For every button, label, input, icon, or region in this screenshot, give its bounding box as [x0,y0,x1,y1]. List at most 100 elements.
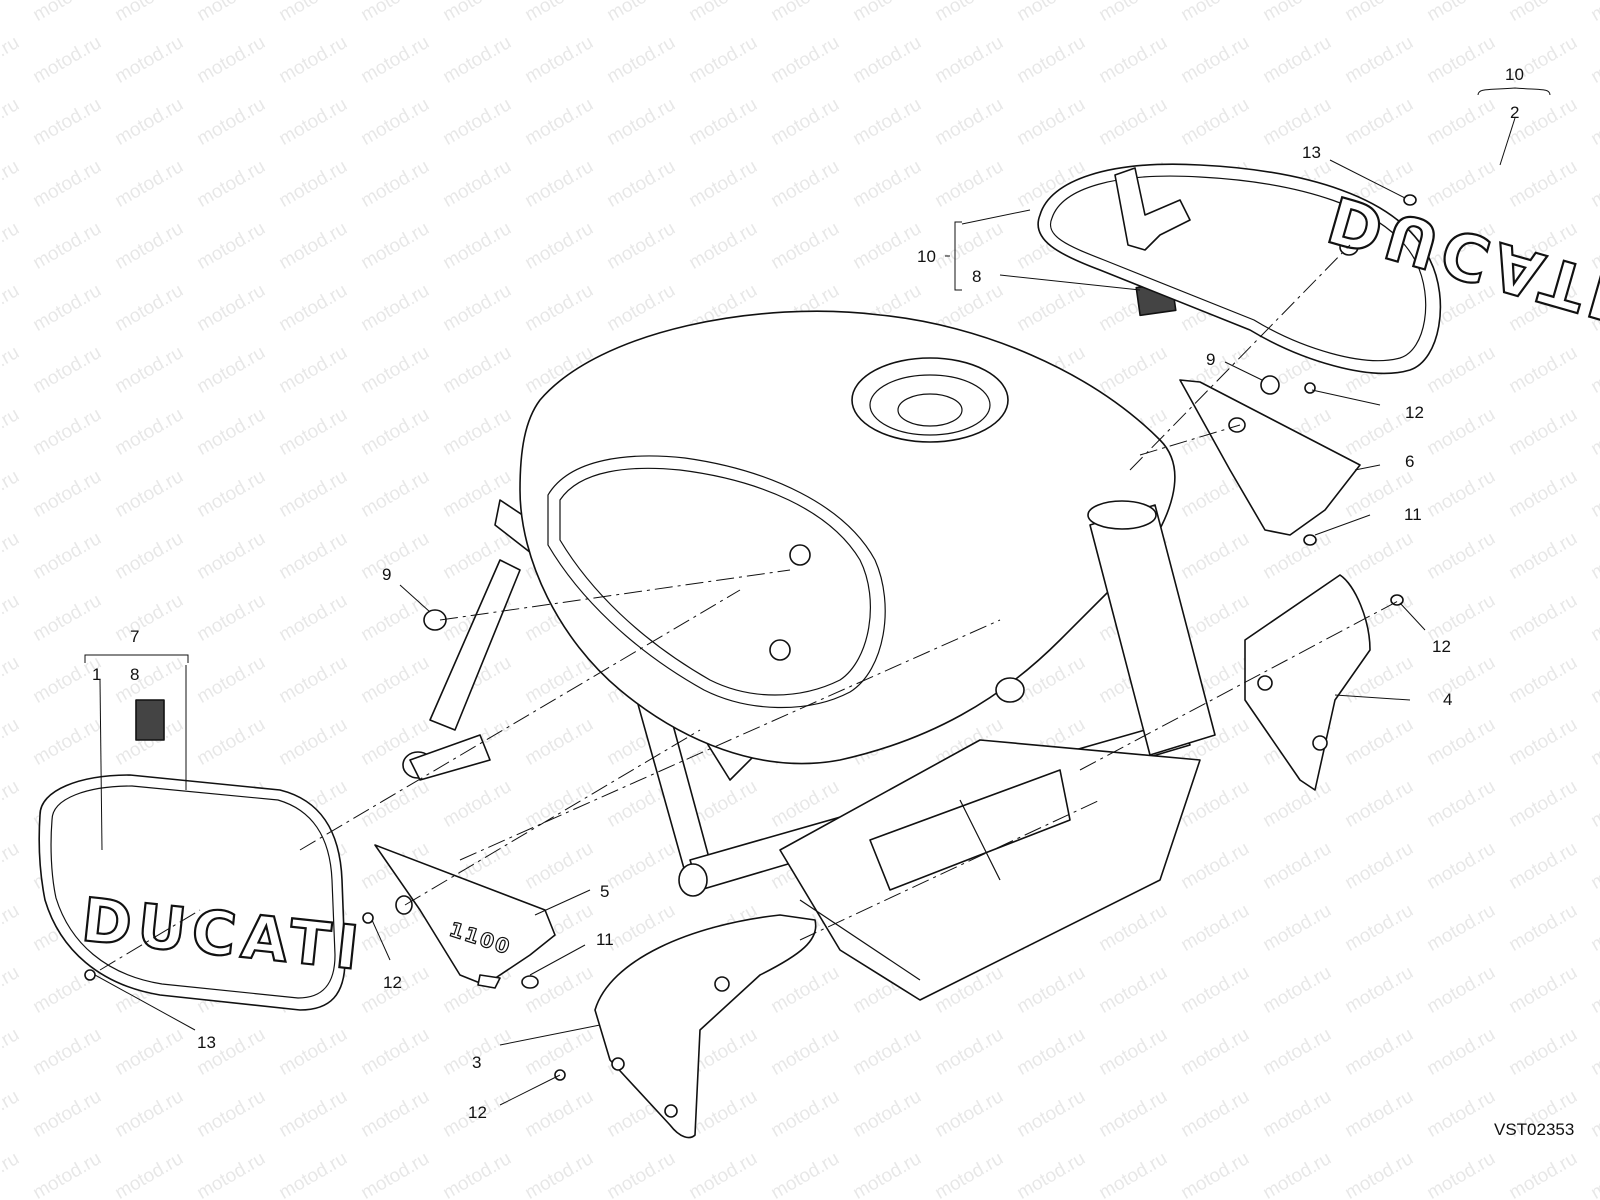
watermark-text: motod.ru [276,0,351,26]
watermark-text: motod.ru [932,0,1007,26]
watermark-text: motod.ru [30,1148,105,1200]
watermark-text: motod.ru [1014,1148,1089,1200]
watermark-text: motod.ru [30,466,105,522]
watermark-text: motod.ru [932,218,1007,274]
watermark-text: motod.ru [932,94,1007,150]
watermark-text: motod.ru [522,652,597,708]
cover-panel-3 [594,914,817,1139]
watermark-text: motod.ru [1424,1086,1499,1142]
watermark-text: motod.ru [1014,1024,1089,1080]
watermark-text: motod.ru [686,94,761,150]
watermark-text: motod.ru [686,1148,761,1200]
watermark-text: motod.ru [112,280,187,336]
watermark-text: motod.ru [276,1024,351,1080]
watermark-text: motod.ru [194,32,269,88]
watermark-text: motod.ru [1506,900,1581,956]
watermark-text: motod.ru [768,32,843,88]
watermark-text: motod.ru [0,528,23,584]
watermark-text: motod.ru [0,156,23,212]
watermark-text: motod.ru [358,1086,433,1142]
watermark-text: motod.ru [522,1086,597,1142]
watermark-text: motod.ru [1096,1148,1171,1200]
watermark-text: motod.ru [0,1148,23,1200]
watermark-text: motod.ru [0,0,23,26]
watermark-text: motod.ru [194,156,269,212]
watermark-text: motod.ru [1588,466,1600,522]
watermark-text: motod.ru [522,156,597,212]
watermark-text: motod.ru [0,1086,23,1142]
watermark-text: motod.ru [276,1148,351,1200]
watermark-text: motod.ru [604,1148,679,1200]
watermark-text: motod.ru [358,528,433,584]
leader-lines [84,87,1551,1106]
watermark-text: motod.ru [358,652,433,708]
watermark-text: motod.ru [0,218,23,274]
frame-tank-assembly [402,310,1216,1001]
watermark-text: motod.ru [1014,0,1089,26]
watermark-text: motod.ru [686,156,761,212]
watermark-text: motod.ru [932,156,1007,212]
callout-9-left: 9 [382,565,391,584]
watermark-text: motod.ru [1260,1024,1335,1080]
watermark-text: motod.ru [30,32,105,88]
watermark-text: motod.ru [1588,342,1600,398]
callout-1: 1 [92,665,101,684]
callout-8-left: 8 [130,665,139,684]
watermark-text: motod.ru [358,1148,433,1200]
watermark-text: motod.ru [768,1024,843,1080]
callout-11-lower: 11 [596,930,614,949]
watermark-text: motod.ru [768,218,843,274]
watermark-text: motod.ru [358,32,433,88]
watermark-text: motod.ru [1342,1086,1417,1142]
callout-2: 2 [1510,103,1519,122]
watermark-text: motod.ru [194,528,269,584]
watermark-text: motod.ru [522,32,597,88]
side-panel-5: 1100 [374,844,556,989]
watermark-text: motod.ru [1588,714,1600,770]
watermark-text: motod.ru [30,342,105,398]
watermark-text: motod.ru [1506,528,1581,584]
watermark-text: motod.ru [194,0,269,26]
watermark-text: motod.ru [604,156,679,212]
watermark-text: motod.ru [1260,1148,1335,1200]
watermark-text: motod.ru [1424,900,1499,956]
watermark-text: motod.ru [1342,94,1417,150]
watermark-text: motod.ru [1506,342,1581,398]
watermark-text: motod.ru [768,94,843,150]
watermark-text: motod.ru [850,1148,925,1200]
callout-12-right-upper: 12 [1405,403,1424,422]
watermark-text: motod.ru [604,218,679,274]
watermark-text: motod.ru [1014,32,1089,88]
callout-4: 4 [1443,690,1452,709]
watermark-text: motod.ru [440,0,515,26]
callout-11-right: 11 [1404,505,1422,524]
watermark-text: motod.ru [276,714,351,770]
watermark-text: motod.ru [1260,32,1335,88]
watermark-text: motod.ru [30,156,105,212]
watermark-text: motod.ru [522,218,597,274]
callout-12-left: 12 [383,973,402,992]
watermark-text: motod.ru [440,404,515,460]
watermark-text: motod.ru [276,280,351,336]
watermark-text: motod.ru [1014,1086,1089,1142]
watermark-text: motod.ru [358,156,433,212]
watermark-text: motod.ru [0,280,23,336]
watermark-text: motod.ru [112,32,187,88]
watermark-text: motod.ru [30,1086,105,1142]
watermark-text: motod.ru [0,962,23,1018]
watermark-text: motod.ru [440,342,515,398]
watermark-text: motod.ru [1588,156,1600,212]
watermark-text: motod.ru [932,1024,1007,1080]
watermark-text: motod.ru [440,776,515,832]
watermark-text: motod.ru [30,404,105,460]
watermark-text: motod.ru [1260,94,1335,150]
watermark-text: motod.ru [194,714,269,770]
watermark-text: motod.ru [358,404,433,460]
watermark-text: motod.ru [1096,32,1171,88]
watermark-text: motod.ru [276,32,351,88]
watermark-text: motod.ru [1178,962,1253,1018]
watermark-text: motod.ru [1342,1024,1417,1080]
watermark-text: motod.ru [0,342,23,398]
watermark-text: motod.ru [1014,94,1089,150]
watermark-text: motod.ru [1588,32,1600,88]
